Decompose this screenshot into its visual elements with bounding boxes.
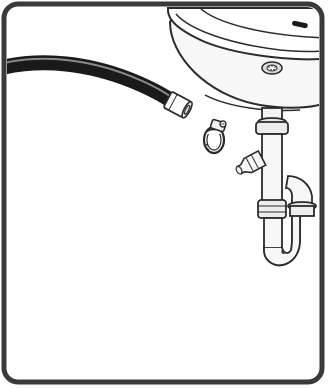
drain-outlet-icon xyxy=(262,62,282,74)
